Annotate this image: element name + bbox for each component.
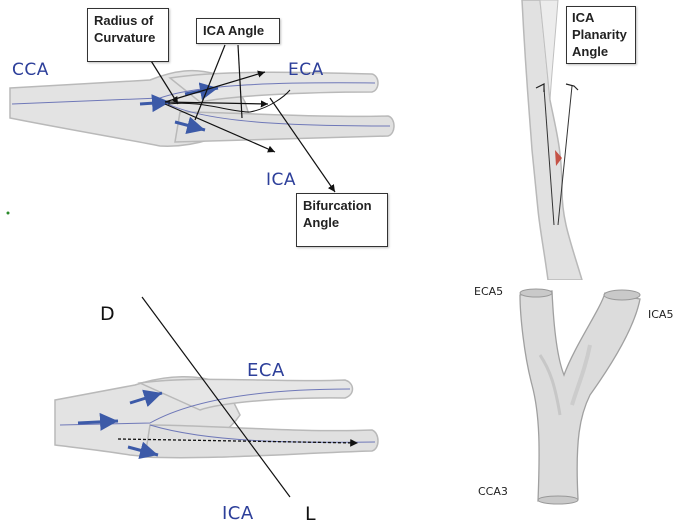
ica-planarity-angle-text: ICA Planarity Angle [572, 10, 627, 59]
ica-planarity-angle-box: ICA Planarity Angle [566, 6, 636, 64]
bifurcation-angle-text: Bifurcation Angle [303, 198, 372, 230]
panel-c-vessel-svg [0, 275, 430, 527]
label-eca-c: ECA [247, 360, 285, 381]
label-d: D [100, 303, 115, 325]
panel-d-3d-vessel: ECA5 ICA5 CCA3 [460, 275, 690, 527]
label-cca: CCA [12, 60, 49, 80]
y-vessel [520, 291, 640, 501]
panel-c-dl-geometry: D L ECA ICA [0, 275, 430, 527]
label-ica-c: ICA [222, 503, 254, 524]
label-eca5: ECA5 [474, 285, 503, 298]
ica5-cap [604, 290, 640, 300]
label-ica: ICA [266, 170, 296, 190]
eca5-cap [520, 289, 552, 297]
label-eca: ECA [288, 60, 324, 80]
panel-b-planarity: ICA Planarity Angle [500, 0, 690, 280]
label-cca3: CCA3 [478, 485, 508, 498]
eca-vessel [170, 72, 378, 102]
cca3-cap [538, 496, 578, 504]
label-ica5: ICA5 [648, 308, 673, 321]
panel-a-bifurcation-geometry: Radius of Curvature ICA Angle Bifurcatio… [0, 0, 420, 260]
small-green-dot [7, 212, 10, 215]
ica-angle-box: ICA Angle [196, 18, 280, 44]
bifurcation-angle-box: Bifurcation Angle [296, 193, 388, 247]
flow-arrow-cca-c [78, 421, 118, 423]
radius-of-curvature-box: Radius of Curvature [87, 8, 169, 62]
label-l: L [305, 503, 316, 525]
ica-vessel-c [145, 425, 378, 458]
radius-of-curvature-text: Radius of Curvature [94, 13, 155, 45]
ica-vessel [175, 112, 394, 142]
ica-angle-text: ICA Angle [203, 23, 264, 38]
